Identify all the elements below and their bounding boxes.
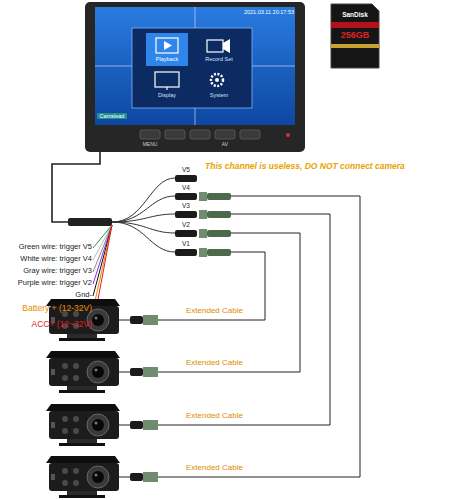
extended-cable: [158, 252, 265, 320]
female-plug: [175, 230, 197, 237]
button-label: AV: [212, 142, 238, 148]
channel-lead: [112, 196, 175, 222]
sd-card-stripe: [331, 22, 379, 28]
extended-cable: [158, 214, 330, 425]
playback-icon: [156, 38, 178, 53]
channel-lead: [112, 214, 175, 222]
male-connector: [199, 192, 231, 257]
channel-label: V3: [173, 202, 199, 210]
wire-label: Green wire: trigger V5: [0, 243, 92, 251]
extended-cable: [158, 196, 360, 477]
monitor-button: [165, 130, 185, 139]
sd-card-stripe: [331, 44, 379, 48]
system-icon: [211, 74, 223, 86]
menu-panel: [132, 28, 252, 108]
record-icon: [223, 39, 230, 53]
camera-plug: [119, 315, 158, 482]
female-plug: [175, 249, 197, 256]
record-icon: [207, 40, 223, 52]
channel-label: V4: [173, 184, 199, 192]
monitor-body: [85, 2, 305, 152]
card-brand: SanDisk: [331, 11, 379, 18]
channel-connector: V4: [173, 184, 199, 201]
monitor-button: [140, 130, 160, 139]
brand-name: Camslead: [97, 113, 127, 119]
extended-cable: [158, 233, 300, 372]
channel-label: V1: [173, 240, 199, 248]
cable-label: Extended Cable: [186, 412, 262, 421]
female-plug: [175, 175, 197, 182]
channel-lead: [112, 178, 175, 222]
channel-label: V5: [173, 166, 199, 174]
warning-note: This channel is useless, DO NOT connect …: [205, 162, 451, 171]
cable-label: Extended Cable: [186, 464, 262, 473]
monitor-button: [215, 130, 235, 139]
button-label: MENU: [137, 142, 163, 148]
monitor-button: [190, 130, 210, 139]
channel-connector: V1: [173, 240, 199, 257]
female-plug: [175, 193, 197, 200]
channel-lead: [112, 222, 175, 252]
wire-label: Purple wire: trigger V2: [0, 279, 92, 287]
menu-item: Record Set: [198, 56, 240, 62]
menu-item: Display: [146, 92, 188, 98]
channel-connector: V5: [173, 166, 199, 183]
cable-hub: [68, 218, 112, 226]
cable-label: Extended Cable: [186, 307, 262, 316]
monitor-button: [240, 130, 260, 139]
display-icon: [166, 87, 167, 90]
menu-item: System: [198, 92, 240, 98]
female-plug: [175, 211, 197, 218]
system-icon: [215, 78, 219, 82]
wire-label: ACC+ (12~32V): [0, 320, 92, 329]
monitor-screen: [95, 7, 295, 125]
display-icon: [155, 72, 179, 87]
trigger-wire: [93, 225, 112, 272]
sd-card: [331, 4, 379, 68]
channel-lead: [112, 222, 175, 233]
wire-label: White wire: trigger V4: [0, 255, 92, 263]
menu-item: Playback: [146, 56, 188, 62]
timestamp: 2021.03.11 20:17:53: [228, 9, 294, 15]
card-capacity: 256GB: [331, 31, 379, 41]
wire-label: Gray wire: trigger V3: [0, 267, 92, 275]
menu-highlight: [146, 33, 188, 66]
channel-connector: V2: [173, 221, 199, 238]
cable-label: Extended Cable: [186, 359, 262, 368]
power-led: [286, 133, 290, 137]
playback-icon: [164, 41, 172, 50]
monitor-cable: [52, 152, 100, 222]
wire-label: Battery + (12-32V): [0, 304, 92, 313]
channel-label: V2: [173, 221, 199, 229]
channel-connector: V3: [173, 202, 199, 219]
wire-label: Gnd-: [0, 291, 92, 299]
